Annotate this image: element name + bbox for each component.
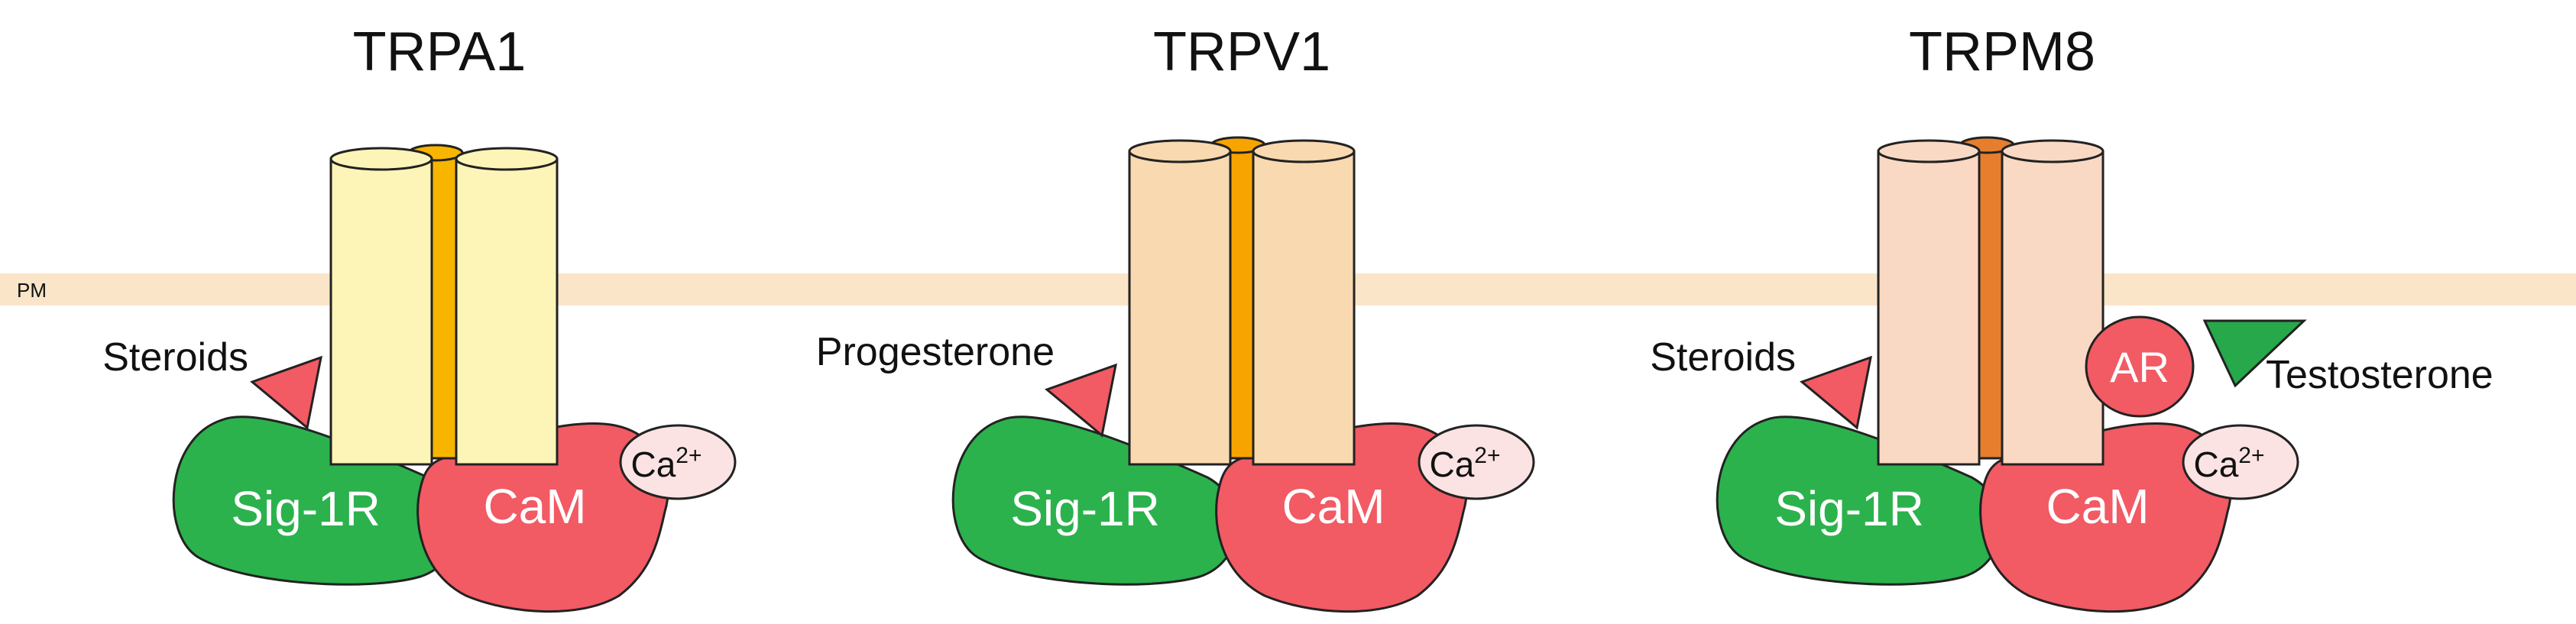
sig-1r-label: Sig-1R (1774, 481, 1924, 536)
calcium-ion (2182, 424, 2299, 500)
calcium-ion-label: Ca2+ (2193, 443, 2264, 484)
ligand-label: Steroids (1650, 335, 1796, 380)
sig-1r-label: Sig-1R (1010, 481, 1160, 536)
channel-title: TRPM8 (1909, 21, 2095, 82)
ligand-label: Steroids (102, 335, 248, 380)
channel-subunits (1877, 136, 2105, 466)
sig-1r-label: Sig-1R (231, 481, 381, 536)
channel-trpv1: TRPV1 Sig-1R CaM Ca2+ Progesterone (816, 21, 1535, 613)
channel-trpm8: TRPM8 Sig-1R CaM Ca2+ Steroids AR Testos… (1650, 21, 2493, 613)
androgen-receptor-label: AR (2110, 343, 2169, 391)
testosterone-triangle (2202, 319, 2307, 388)
calcium-ion-label: Ca2+ (630, 443, 702, 484)
channel-subunits (329, 144, 559, 466)
steroid-triangle (250, 355, 322, 430)
cam-label: CaM (483, 479, 586, 534)
androgen-label: Testosterone (2266, 353, 2493, 397)
calcium-ion (619, 424, 737, 500)
channel-title: TRPV1 (1153, 21, 1330, 82)
androgen-receptor (2085, 315, 2195, 418)
steroid-triangle (1045, 363, 1117, 438)
calcium-ion (1418, 424, 1535, 500)
cam-label: CaM (1282, 479, 1385, 534)
ligand-label: Progesterone (816, 330, 1055, 374)
pm-label: PM (17, 279, 47, 302)
channel-title: TRPA1 (353, 21, 527, 82)
steroid-triangle (1800, 355, 1872, 430)
channel-trpa1: TRPA1 Sig-1R CaM Ca2+ Steroids (102, 21, 737, 613)
calcium-ion-label: Ca2+ (1429, 443, 1500, 484)
cam-label: CaM (2046, 479, 2149, 534)
channel-subunits (1128, 136, 1356, 466)
